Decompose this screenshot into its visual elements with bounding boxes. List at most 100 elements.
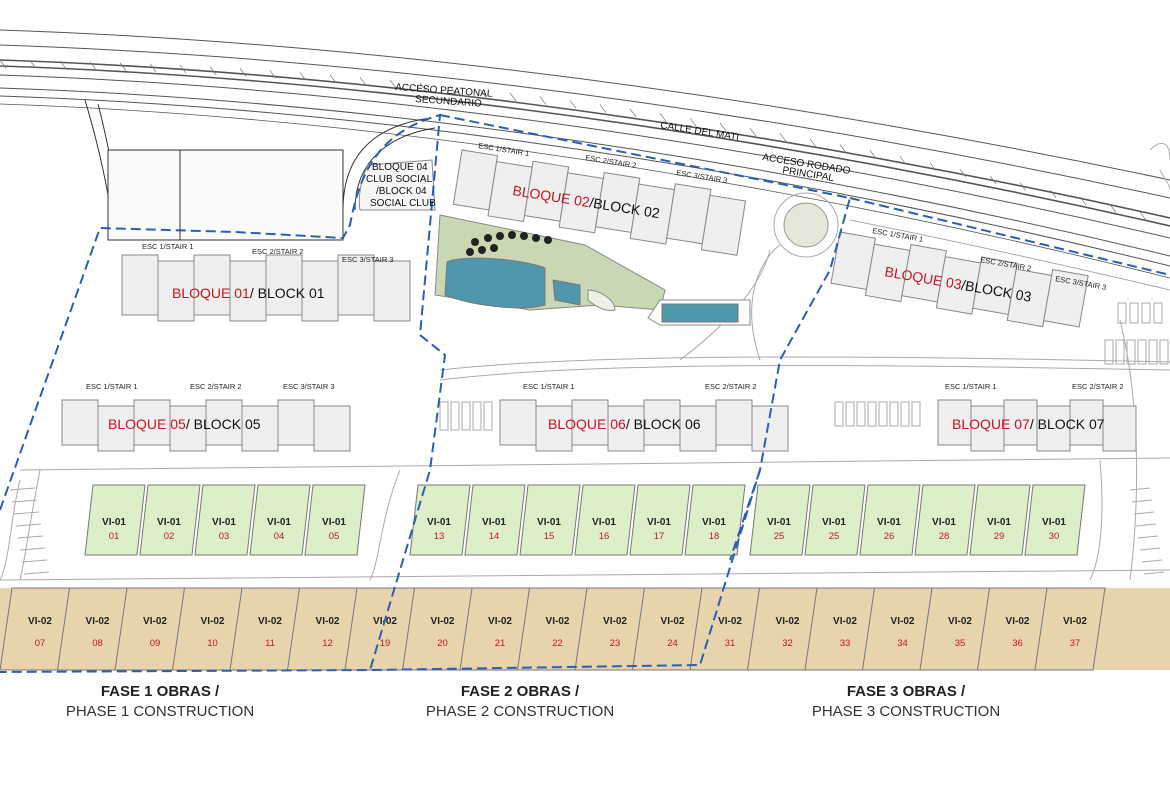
parking-space (1131, 499, 1153, 503)
stair-label: ESC 2/STAIR 2 (585, 153, 637, 170)
villa-type-label: VI-01 (1042, 517, 1066, 528)
tree-icon (496, 232, 504, 240)
rail-tick (299, 72, 307, 81)
villa-number-label: 24 (667, 638, 678, 649)
building-unit (937, 399, 972, 446)
phase-2-title: FASE 2 OBRAS / (460, 683, 580, 700)
rail-tick (29, 60, 37, 69)
villa-type-label: VI-01 (267, 517, 291, 528)
building-unit (229, 260, 267, 322)
rail-tick (179, 64, 187, 74)
tree-icon (508, 231, 516, 239)
villa-number-label: 28 (939, 531, 950, 542)
tree-icon (466, 248, 474, 256)
rail-ticks (0, 59, 1170, 221)
rail-tick (239, 68, 247, 77)
villa-type-label: VI-02 (431, 616, 455, 627)
villa-plot (304, 484, 366, 556)
rail-tick (449, 85, 457, 95)
rail-tick (929, 162, 937, 171)
rail-tick (509, 92, 517, 102)
parking-space (1139, 547, 1161, 551)
villa-type-label: VI-02 (718, 616, 742, 627)
rail-tick (869, 150, 877, 159)
villa-number-label: 20 (437, 638, 448, 649)
parking-space (1129, 487, 1151, 491)
tree-icon (544, 236, 552, 244)
villa-plot (804, 484, 866, 556)
tree-icons (466, 231, 552, 256)
stair-label: ESC 1/STAIR 1 (872, 226, 924, 244)
block-07-label: BLOQUE 07/ BLOCK 07 (952, 416, 1105, 432)
villa-type-label: VI-02 (891, 616, 915, 627)
villa-type-label: VI-01 (157, 517, 181, 528)
parking-space (1117, 302, 1127, 324)
villa-type-label: VI-02 (28, 616, 52, 627)
club-line-1: BLOQUE 04 (372, 162, 428, 173)
villa-number-label: 18 (709, 531, 720, 542)
rail-tick (149, 63, 157, 72)
building-unit (643, 399, 681, 446)
stair-label: ESC 3/STAIR 3 (283, 382, 335, 391)
stair-label: ESC 2/STAIR 2 (1072, 382, 1124, 391)
villa-number-label: 15 (544, 531, 555, 542)
villa-type-label: VI-02 (258, 616, 282, 627)
rail-tick (209, 66, 217, 75)
villa-number-label: 10 (207, 638, 218, 649)
rail-tick (329, 74, 337, 83)
rail-tick (569, 100, 577, 109)
parking-space (1137, 535, 1159, 539)
villa-plot (84, 484, 146, 556)
villa-type-label: VI-01 (482, 517, 506, 528)
villa-number-label: 30 (1049, 531, 1060, 542)
villa-number-label: 07 (35, 638, 46, 649)
rail-tick (359, 77, 367, 86)
club-building (358, 159, 436, 211)
rail-tick (659, 113, 667, 122)
building-unit (121, 254, 159, 316)
villa-number-label: 36 (1012, 638, 1023, 649)
building-unit (1069, 399, 1104, 446)
villa-vi01[interactable]: VI-01 30 (1024, 484, 1086, 556)
parking-space (1141, 302, 1151, 324)
stair-label: ESC 2/STAIR 2 (252, 247, 304, 256)
rail-tick (959, 168, 967, 178)
villa-number-label: 01 (109, 531, 120, 542)
villa-plot (464, 484, 526, 556)
building-block (121, 254, 411, 322)
parking-space (23, 571, 50, 575)
parking-space (889, 401, 899, 427)
villa-number-label: 21 (495, 638, 506, 649)
parking-space (483, 401, 493, 431)
rail-tick (89, 61, 97, 70)
building-unit (1043, 268, 1089, 328)
villa-plot (139, 484, 201, 556)
villa-type-label: VI-02 (661, 616, 685, 627)
villa-plot (969, 484, 1031, 556)
rail-tick (0, 59, 7, 69)
villa-vi02[interactable]: VI-02 24 (631, 587, 704, 671)
